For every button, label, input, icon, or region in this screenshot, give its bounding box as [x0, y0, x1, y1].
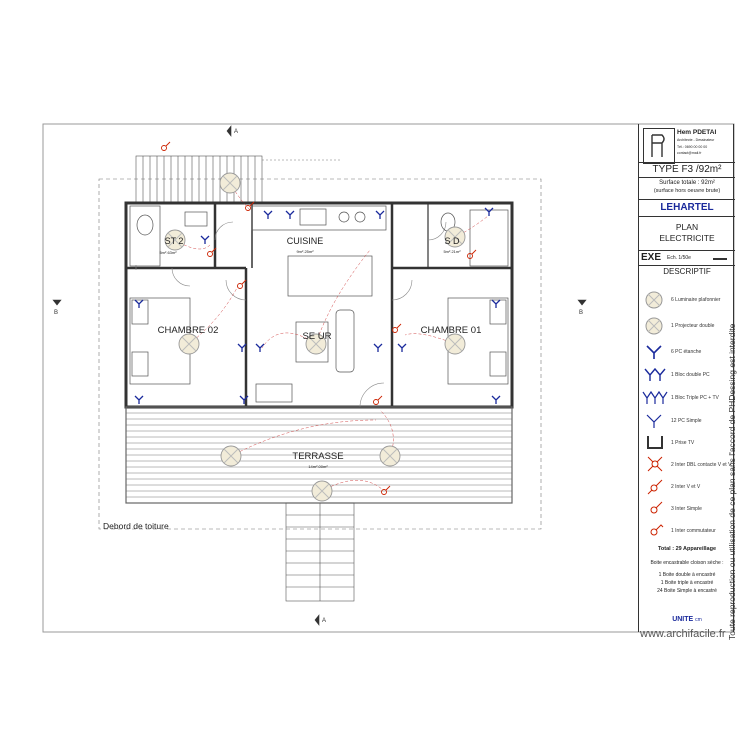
outlet-icon	[237, 343, 247, 352]
light-fixture-icon	[311, 480, 333, 502]
svg-text:A: A	[234, 129, 238, 135]
outlet-icon	[491, 299, 501, 308]
light-fixture-icon	[220, 445, 242, 467]
legend-luminaire: 6 Luminaire plafonnier	[639, 290, 735, 310]
top-stair	[135, 155, 263, 203]
scale-label: Ech. 1/50e	[667, 255, 691, 261]
outlet-icon	[375, 210, 385, 219]
plan-title-1: PLAN	[675, 222, 699, 232]
kitchen-counter	[251, 205, 387, 297]
light-fixture-icon	[444, 333, 466, 355]
switch-icon	[381, 485, 391, 495]
svg-text:B: B	[54, 310, 58, 316]
switches	[161, 141, 477, 495]
boite-simple: 24 Boite Simple à encastré	[657, 588, 717, 594]
light-fixture-icon	[164, 229, 186, 251]
roof-overhang-label: Debord de toiture	[103, 521, 169, 531]
title-block: Hem PDETAI Architecte - Dessinateur Tél.…	[638, 124, 735, 632]
outlets	[134, 207, 501, 404]
switch-icon	[161, 141, 171, 151]
legend-prise-tv: 1 Prise TV	[639, 432, 735, 452]
company-logo	[643, 128, 675, 164]
legend-projecteur: 1 Projecteur double	[639, 316, 735, 336]
bathroom-fixtures	[129, 205, 509, 267]
light-fixture-icon	[444, 226, 466, 248]
client-name: LEHARTEL	[660, 202, 714, 213]
legend-inter-dbl: 2 Inter DBL contacte V et V	[639, 454, 735, 474]
copyright-note: Toute reproduction ou utilisation de ce …	[727, 323, 737, 640]
watermark: www.archifacile.fr	[640, 628, 726, 640]
outlet-icon	[484, 207, 494, 216]
outlet-icon	[134, 395, 144, 404]
svg-text:A: A	[322, 618, 326, 624]
boites-title: Boite encastrable cloison sèche :	[650, 560, 724, 566]
legend-bloc-triple: 1 Bloc Triple PC + TV	[639, 388, 735, 408]
surface-line-2: (surface hors oeuvre brute)	[653, 188, 721, 194]
legend-inter-commutateur: 1 Inter commutateur	[639, 520, 735, 540]
outlet-icon	[134, 299, 144, 308]
legend-pc-simple: 12 PC Simple	[639, 411, 735, 431]
ceiling-lights	[164, 172, 466, 502]
outlet-icon	[239, 395, 249, 404]
light-fixture-icon	[178, 333, 200, 355]
plan-title-2: ELECTRICITE	[659, 233, 715, 243]
outlet-icon	[285, 210, 295, 219]
light-fixture-icon	[305, 333, 327, 355]
company-name: Hem PDETAI	[677, 129, 717, 136]
switch-icon	[237, 279, 247, 289]
outlet-icon	[263, 210, 273, 219]
room-label-chambre02: CHAMBRE 02	[158, 325, 219, 336]
living-furniture	[255, 309, 355, 403]
walls	[124, 201, 514, 409]
room-label-terrasse: TERRASSE	[292, 451, 343, 462]
switch-icon	[392, 323, 402, 333]
roof-overhang-outline	[98, 178, 542, 530]
outlet-icon	[491, 395, 501, 404]
section-marker-b-right: B	[577, 299, 587, 316]
boite-double: 1 Boite double à encastré	[658, 572, 716, 578]
outlet-icon	[397, 343, 407, 352]
room-area-sdb: 5m².21m²	[443, 249, 461, 254]
legend-inter-simple: 3 Inter Simple	[639, 498, 735, 518]
outlet-icon	[255, 343, 265, 352]
legend-bloc-double: 1 Bloc double PC	[639, 365, 735, 385]
room-area-st2: 5m².63m²	[159, 250, 177, 255]
legend-inter-vv: 2 Inter V et V	[639, 476, 735, 496]
room-label-sdb: S D	[444, 236, 460, 246]
section-marker-a-bottom: A	[314, 614, 326, 626]
section-marker-b-left: B	[52, 299, 62, 316]
boite-triple: 1 Boite triple à encastré	[660, 580, 714, 586]
svg-text:B: B	[579, 310, 583, 316]
sheet-border	[42, 123, 735, 633]
light-fixture-icon	[219, 172, 241, 194]
company-line-3: contact@mail.fr	[677, 151, 702, 155]
room-label-sejour: SE UR	[302, 331, 331, 342]
phase-label: EXE	[641, 252, 662, 263]
company-line-2: Tél.: 0690 00 00 00	[677, 145, 708, 149]
light-fixture-icon	[379, 445, 401, 467]
descriptif-title: DESCRIPTIF	[663, 267, 711, 276]
bottom-stair	[285, 502, 355, 602]
section-marker-a-top: A	[226, 125, 238, 137]
outlet-icon	[373, 343, 383, 352]
outlet-icon	[200, 235, 210, 244]
surface-line-1: Surface totale : 92m²	[659, 180, 715, 186]
unit-label: UNITE cm	[672, 616, 702, 623]
legend-pc-etanche: 6 PC étanche	[639, 342, 735, 362]
door-swings	[135, 221, 447, 408]
room-label-st2: ST 2	[165, 236, 184, 246]
room-label-chambre01: CHAMBRE 01	[421, 325, 482, 336]
room-area-cuisine: 9m².25m²	[296, 249, 314, 254]
switch-icon	[207, 247, 217, 257]
room-area-terrasse: 14m².00m²	[308, 464, 328, 469]
switch-icon	[373, 395, 383, 405]
project-type: TYPE F3 /92m²	[652, 164, 722, 175]
total-label: Total : 29 Appareillage	[657, 546, 717, 552]
company-line-1: Architecte - Dessinateur	[677, 138, 715, 142]
switch-icon	[467, 249, 477, 259]
room-label-cuisine: CUISINE	[287, 236, 324, 246]
switch-icon	[245, 201, 255, 211]
